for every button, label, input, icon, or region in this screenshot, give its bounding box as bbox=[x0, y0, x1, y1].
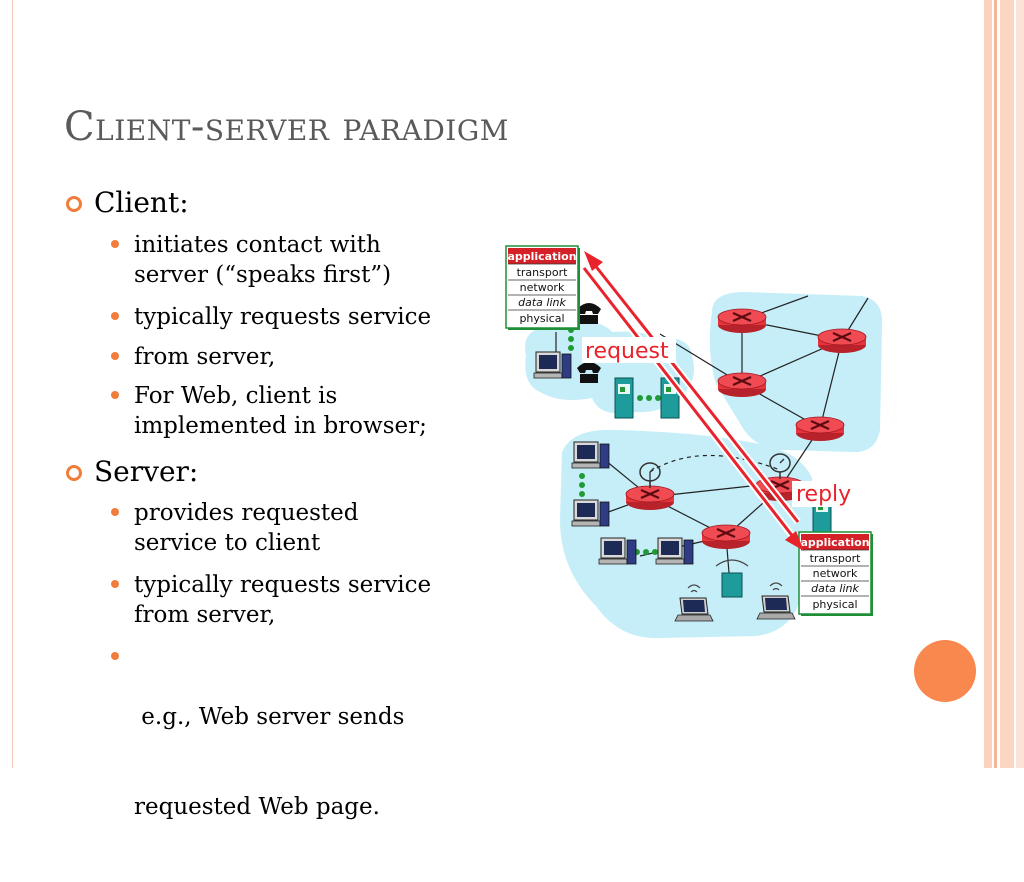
list-item: from server, bbox=[134, 342, 494, 372]
router-icon bbox=[700, 523, 752, 551]
stack-layer-label: physical bbox=[812, 598, 857, 611]
server-protocol-stack: application transport network data link … bbox=[798, 531, 873, 616]
list-item: initiates contact with server (“speaks f… bbox=[134, 230, 494, 290]
list-item-line: requested Web page. bbox=[134, 794, 380, 820]
list-item: typically requests service bbox=[134, 302, 494, 332]
router-icon bbox=[716, 307, 768, 335]
dot-bullet-icon bbox=[111, 580, 119, 588]
request-label: request bbox=[585, 339, 669, 364]
list-item-line: initiates contact with bbox=[134, 232, 381, 258]
stack-layer-label: application bbox=[507, 250, 576, 263]
dot-bullet-icon bbox=[111, 508, 119, 516]
reply-label-bg bbox=[792, 481, 858, 507]
list-item-line: from server, bbox=[134, 344, 276, 370]
stack-layer-label: transport bbox=[810, 552, 862, 565]
dot-bullet-icon bbox=[111, 391, 119, 399]
list-item: provides requested service to client bbox=[134, 498, 494, 558]
list-item-line: provides requested bbox=[134, 500, 359, 526]
decorative-orange-circle bbox=[914, 640, 976, 702]
list-item-line: typically requests service bbox=[134, 304, 432, 330]
desktop-computer-icon bbox=[533, 351, 572, 379]
border-stripe bbox=[1000, 0, 1014, 768]
reply-label: reply bbox=[796, 482, 851, 507]
router-icon bbox=[794, 415, 846, 443]
router-icon bbox=[624, 484, 676, 512]
desktop-computer-icon bbox=[598, 537, 637, 565]
wireless-base-station-icon bbox=[715, 559, 749, 598]
border-stripe bbox=[984, 0, 992, 768]
ring-bullet-icon bbox=[66, 196, 82, 212]
desktop-computer-icon bbox=[571, 441, 610, 469]
desktop-computer-icon bbox=[655, 537, 694, 565]
slide-title: Client-server paradigm bbox=[64, 104, 509, 150]
server-icon bbox=[614, 377, 634, 419]
client-protocol-stack: application transport network data link … bbox=[505, 245, 580, 330]
request-label-bg bbox=[582, 337, 676, 363]
stack-layer-label: network bbox=[813, 567, 858, 580]
slide: Client-server paradigm Client: initiates… bbox=[12, 0, 1024, 820]
stack-layer-label: application bbox=[800, 536, 869, 549]
list-item-line: service to client bbox=[134, 530, 321, 556]
stack-layer-label: network bbox=[520, 281, 565, 294]
stack-layer-label: data link bbox=[518, 296, 566, 309]
list-item: typically requests service from server, bbox=[134, 570, 494, 630]
dot-bullet-icon bbox=[111, 652, 119, 660]
list-item-line: For Web, client is bbox=[134, 383, 338, 409]
dot-bullet-icon bbox=[111, 240, 119, 248]
request-arrow bbox=[584, 251, 801, 525]
list-item-line: from server, bbox=[134, 602, 276, 628]
stack-layer-label: transport bbox=[517, 266, 569, 279]
section-heading-server: Server: bbox=[94, 455, 199, 488]
section-heading-client: Client: bbox=[94, 186, 189, 219]
list-item-line: implemented in browser; bbox=[134, 413, 427, 439]
stack-layer-label: physical bbox=[519, 312, 564, 325]
reply-arrow bbox=[581, 265, 804, 551]
router-icon bbox=[716, 371, 768, 399]
list-item-line: e.g., Web server sends bbox=[134, 704, 405, 730]
ring-bullet-icon bbox=[66, 465, 82, 481]
border-stripe bbox=[994, 0, 997, 768]
phone-icon bbox=[577, 303, 601, 324]
list-item-line: server (“speaks first”) bbox=[134, 262, 392, 288]
dot-bullet-icon bbox=[111, 312, 119, 320]
list-item-line: typically requests service bbox=[134, 572, 432, 598]
desktop-computer-icon bbox=[571, 499, 610, 527]
router-icon bbox=[816, 327, 868, 355]
dot-bullet-icon bbox=[111, 352, 119, 360]
list-item: For Web, client is implemented in browse… bbox=[134, 381, 494, 441]
stack-layer-label: data link bbox=[811, 582, 859, 595]
network-diagram: application transport network data link … bbox=[505, 245, 883, 639]
border-stripe bbox=[1016, 0, 1024, 768]
